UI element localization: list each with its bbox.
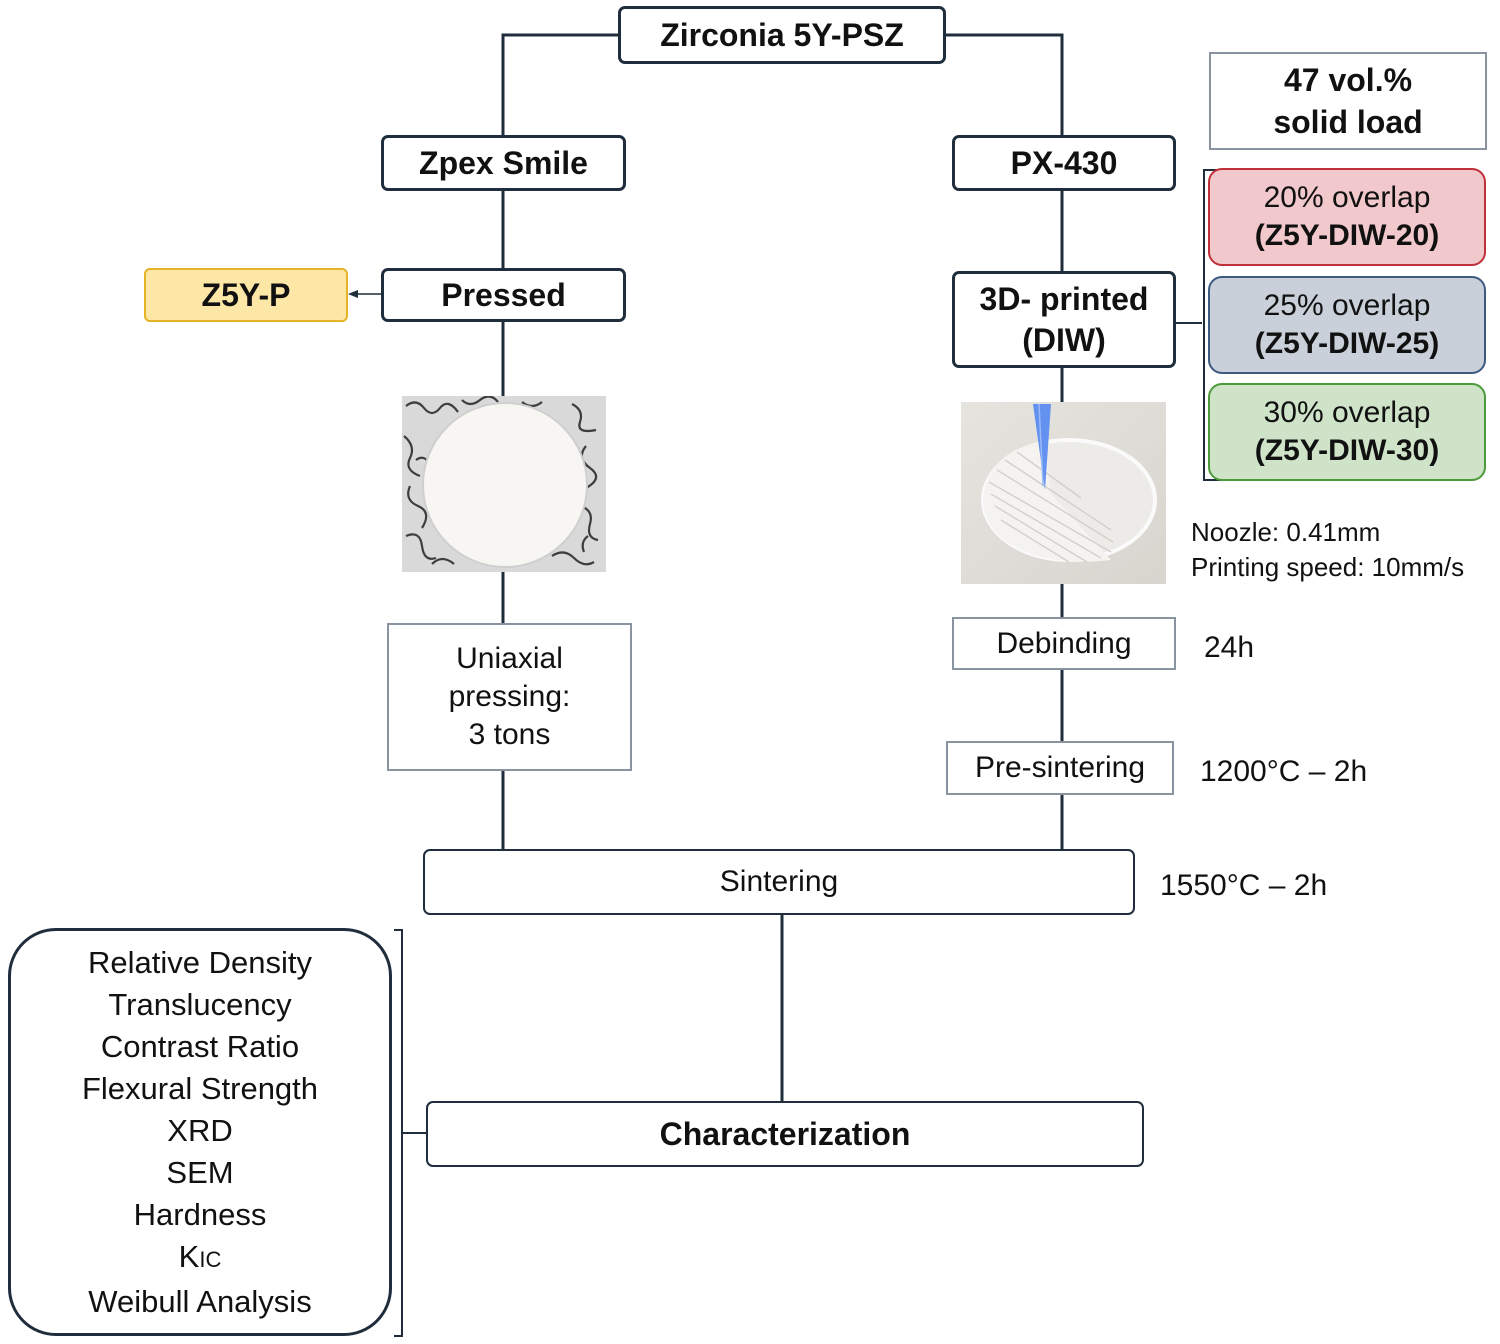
- characterization-box: Characterization: [426, 1101, 1144, 1167]
- z5y-p-label: Z5Y-P: [201, 276, 291, 313]
- 3d-printed-box: 3D- printed (DIW): [952, 271, 1176, 368]
- pressing-line3: 3 tons: [468, 718, 551, 751]
- presintering-label: Pre-sintering: [974, 751, 1146, 784]
- zpex-smile-box: Zpex Smile: [381, 135, 626, 191]
- pressed-box: Pressed: [381, 268, 626, 322]
- debinding-box: Debinding: [952, 617, 1176, 670]
- presintering-box: Pre-sintering: [946, 741, 1174, 795]
- overlap-20-box: 20% overlap (Z5Y-DIW-20): [1208, 168, 1486, 266]
- 3d-printed-line2: (DIW): [1022, 321, 1106, 358]
- method-weibull-analysis: Weibull Analysis: [88, 1283, 312, 1319]
- overlap-20-label: 20% overlap: [1263, 181, 1431, 214]
- zirconia-title: Zirconia 5Y-PSZ: [660, 16, 904, 53]
- sintering-box: Sintering: [423, 849, 1135, 915]
- pressed-label: Pressed: [441, 276, 566, 313]
- method-translucency: Translucency: [108, 986, 292, 1022]
- debinding-label: Debinding: [996, 626, 1132, 660]
- overlap-30-code: (Z5Y-DIW-30): [1254, 434, 1440, 467]
- overlap-30-box: 30% overlap (Z5Y-DIW-30): [1208, 383, 1486, 481]
- overlap-20-code: (Z5Y-DIW-20): [1254, 219, 1440, 252]
- method-flexural-strength: Flexural Strength: [81, 1070, 319, 1106]
- z5y-p-box: Z5Y-P: [144, 268, 348, 322]
- kic-main: K: [178, 1238, 200, 1274]
- solid-load-box: 47 vol.% solid load: [1209, 52, 1487, 150]
- pressing-line2: pressing:: [448, 680, 571, 713]
- uniaxial-pressing-box: Uniaxial pressing: 3 tons: [387, 623, 632, 771]
- method-contrast-ratio: Contrast Ratio: [100, 1028, 300, 1064]
- diw-printing-icon: [961, 402, 1166, 584]
- nozzle-label: Noozle: 0.41mm: [1191, 517, 1381, 547]
- kic-subscript: IC: [199, 1246, 222, 1272]
- printing-speed-label: Printing speed: 10mm/s: [1191, 552, 1465, 582]
- zpex-smile-label: Zpex Smile: [419, 144, 588, 181]
- zirconia-title-box: Zirconia 5Y-PSZ: [618, 6, 946, 64]
- pressed-disc-icon: [402, 396, 606, 572]
- method-relative-density: Relative Density: [88, 944, 312, 980]
- diw-printing-photo: [961, 402, 1166, 584]
- method-sem: SEM: [166, 1154, 234, 1190]
- method-xrd: XRD: [167, 1112, 233, 1148]
- method-hardness: Hardness: [133, 1196, 267, 1232]
- pressing-line1: Uniaxial: [456, 642, 563, 675]
- solid-load-line2: solid load: [1273, 104, 1423, 140]
- px-430-box: PX-430: [952, 135, 1176, 191]
- sintering-label: Sintering: [719, 865, 839, 898]
- sintering-condition: 1550°C – 2h: [1160, 869, 1328, 902]
- characterization-label: Characterization: [659, 1115, 911, 1152]
- method-kic: KIC: [179, 1236, 222, 1281]
- 3d-printed-line1: 3D- printed: [979, 280, 1149, 317]
- debinding-time: 24h: [1204, 631, 1255, 664]
- overlap-25-label: 25% overlap: [1263, 289, 1431, 322]
- pressed-disc-photo: [402, 396, 606, 572]
- overlap-25-code: (Z5Y-DIW-25): [1254, 327, 1440, 360]
- overlap-30-label: 30% overlap: [1263, 396, 1431, 429]
- methods-box: Relative Density Translucency Contrast R…: [8, 928, 392, 1336]
- px-430-label: PX-430: [1010, 144, 1118, 181]
- presintering-condition: 1200°C – 2h: [1200, 755, 1368, 788]
- solid-load-line1: 47 vol.%: [1283, 62, 1413, 98]
- overlap-25-box: 25% overlap (Z5Y-DIW-25): [1208, 276, 1486, 374]
